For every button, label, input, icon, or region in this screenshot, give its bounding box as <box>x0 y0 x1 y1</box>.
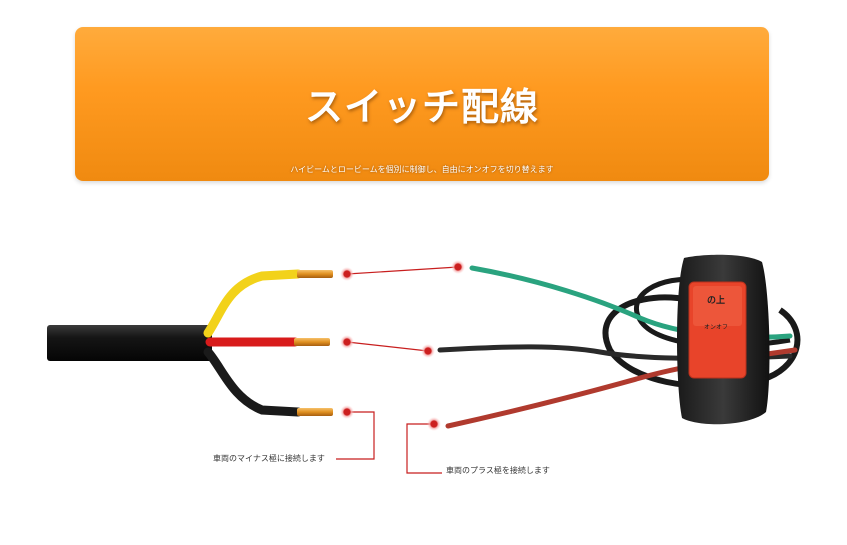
terminal-dot <box>427 417 441 431</box>
switch-button-highlight <box>693 286 742 326</box>
terminal-dot <box>421 344 435 358</box>
negative-bracket <box>336 411 375 460</box>
positive-label: 車両のプラス極を接続します <box>446 466 550 475</box>
title-banner: スイッチ配線 ハイビームとロービームを個別に制御し、自由にオンオフを切り替えます <box>75 27 769 181</box>
switch-top-label: の上 <box>707 296 726 306</box>
terminal-dot <box>340 405 354 419</box>
switch-loop-wire <box>602 294 801 389</box>
switch-mid-label: オンオフ <box>704 324 729 331</box>
red-wire-tip <box>294 338 330 346</box>
negative-label: 車両のマイナス極に接続します <box>213 454 325 463</box>
black-wire-tip <box>297 408 333 416</box>
yellow-wire-tip <box>297 270 333 278</box>
link-line-top <box>346 266 459 275</box>
terminal-dot <box>340 335 354 349</box>
link-line-mid <box>346 341 429 352</box>
positive-bracket <box>406 423 442 474</box>
banner-subtitle: ハイビームとロービームを個別に制御し、自由にオンオフを切り替えます <box>290 165 554 174</box>
black-wire <box>203 347 303 417</box>
main-cable <box>47 325 212 361</box>
terminal-dot <box>451 260 465 274</box>
banner-title: スイッチ配線 <box>304 85 539 129</box>
yellow-wire <box>203 269 303 338</box>
terminal-dot <box>340 267 354 281</box>
